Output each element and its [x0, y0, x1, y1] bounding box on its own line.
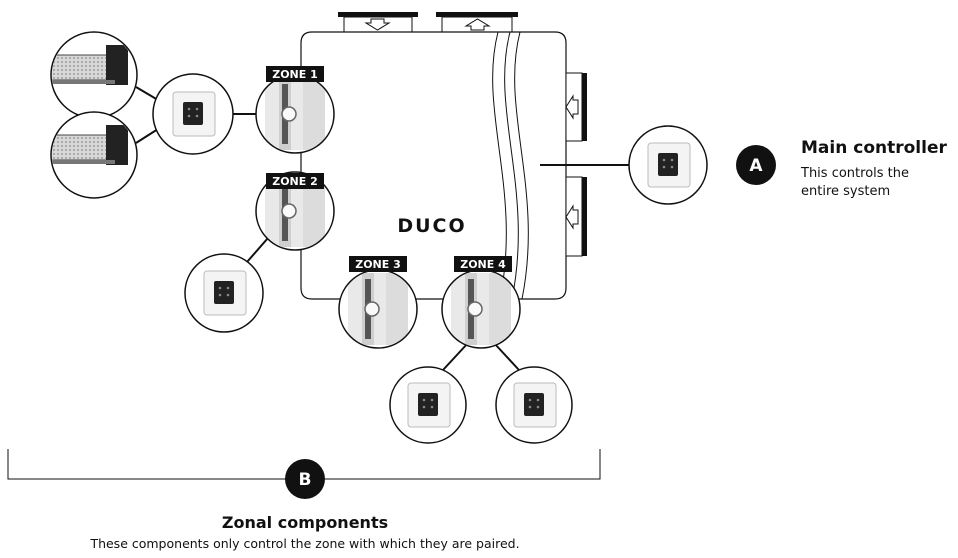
main-controller-circle: [628, 125, 708, 205]
zone-label-4: ZONE 4: [454, 256, 512, 272]
zone-label-2-text: ZONE 2: [272, 175, 318, 188]
zone3-valve-circle: [338, 269, 418, 349]
zonal-components-title: Zonal components: [221, 513, 389, 532]
side-ducts: [565, 72, 587, 257]
zone-label-1: ZONE 1: [266, 66, 324, 82]
grille-circle-top: [50, 31, 138, 119]
main-unit-box: [300, 31, 567, 300]
connection-lines: [135, 86, 630, 371]
duco-logo: DUCO: [397, 215, 466, 237]
zone2-valve-circle: [255, 171, 335, 251]
zone-label-2: ZONE 2: [266, 173, 324, 189]
zone2-controller-circle: [184, 253, 264, 333]
main-controller-description: This controls the entire system: [801, 166, 909, 199]
top-ducts: [338, 12, 518, 33]
zone1-controller-circle: [152, 73, 234, 155]
main-controller-title: Main controller: [801, 138, 947, 158]
marker-a-text: A: [749, 156, 763, 176]
zonal-bracket: B: [7, 449, 601, 499]
zone4-controller-circle-right: [495, 366, 573, 444]
zone4-controller-circle-left: [389, 366, 467, 444]
marker-a: A: [736, 145, 776, 185]
grille-circle-bottom: [50, 111, 138, 199]
zone-label-3: ZONE 3: [349, 256, 407, 272]
zone-label-1-text: ZONE 1: [272, 68, 318, 81]
marker-b-text: B: [299, 470, 312, 490]
zone4-valve-circle: [441, 269, 521, 349]
zone-label-4-text: ZONE 4: [460, 258, 506, 271]
zone-label-3-text: ZONE 3: [355, 258, 401, 271]
zone1-valve-circle: [255, 74, 335, 154]
zonal-components-description: These components only control the zone w…: [90, 536, 520, 551]
